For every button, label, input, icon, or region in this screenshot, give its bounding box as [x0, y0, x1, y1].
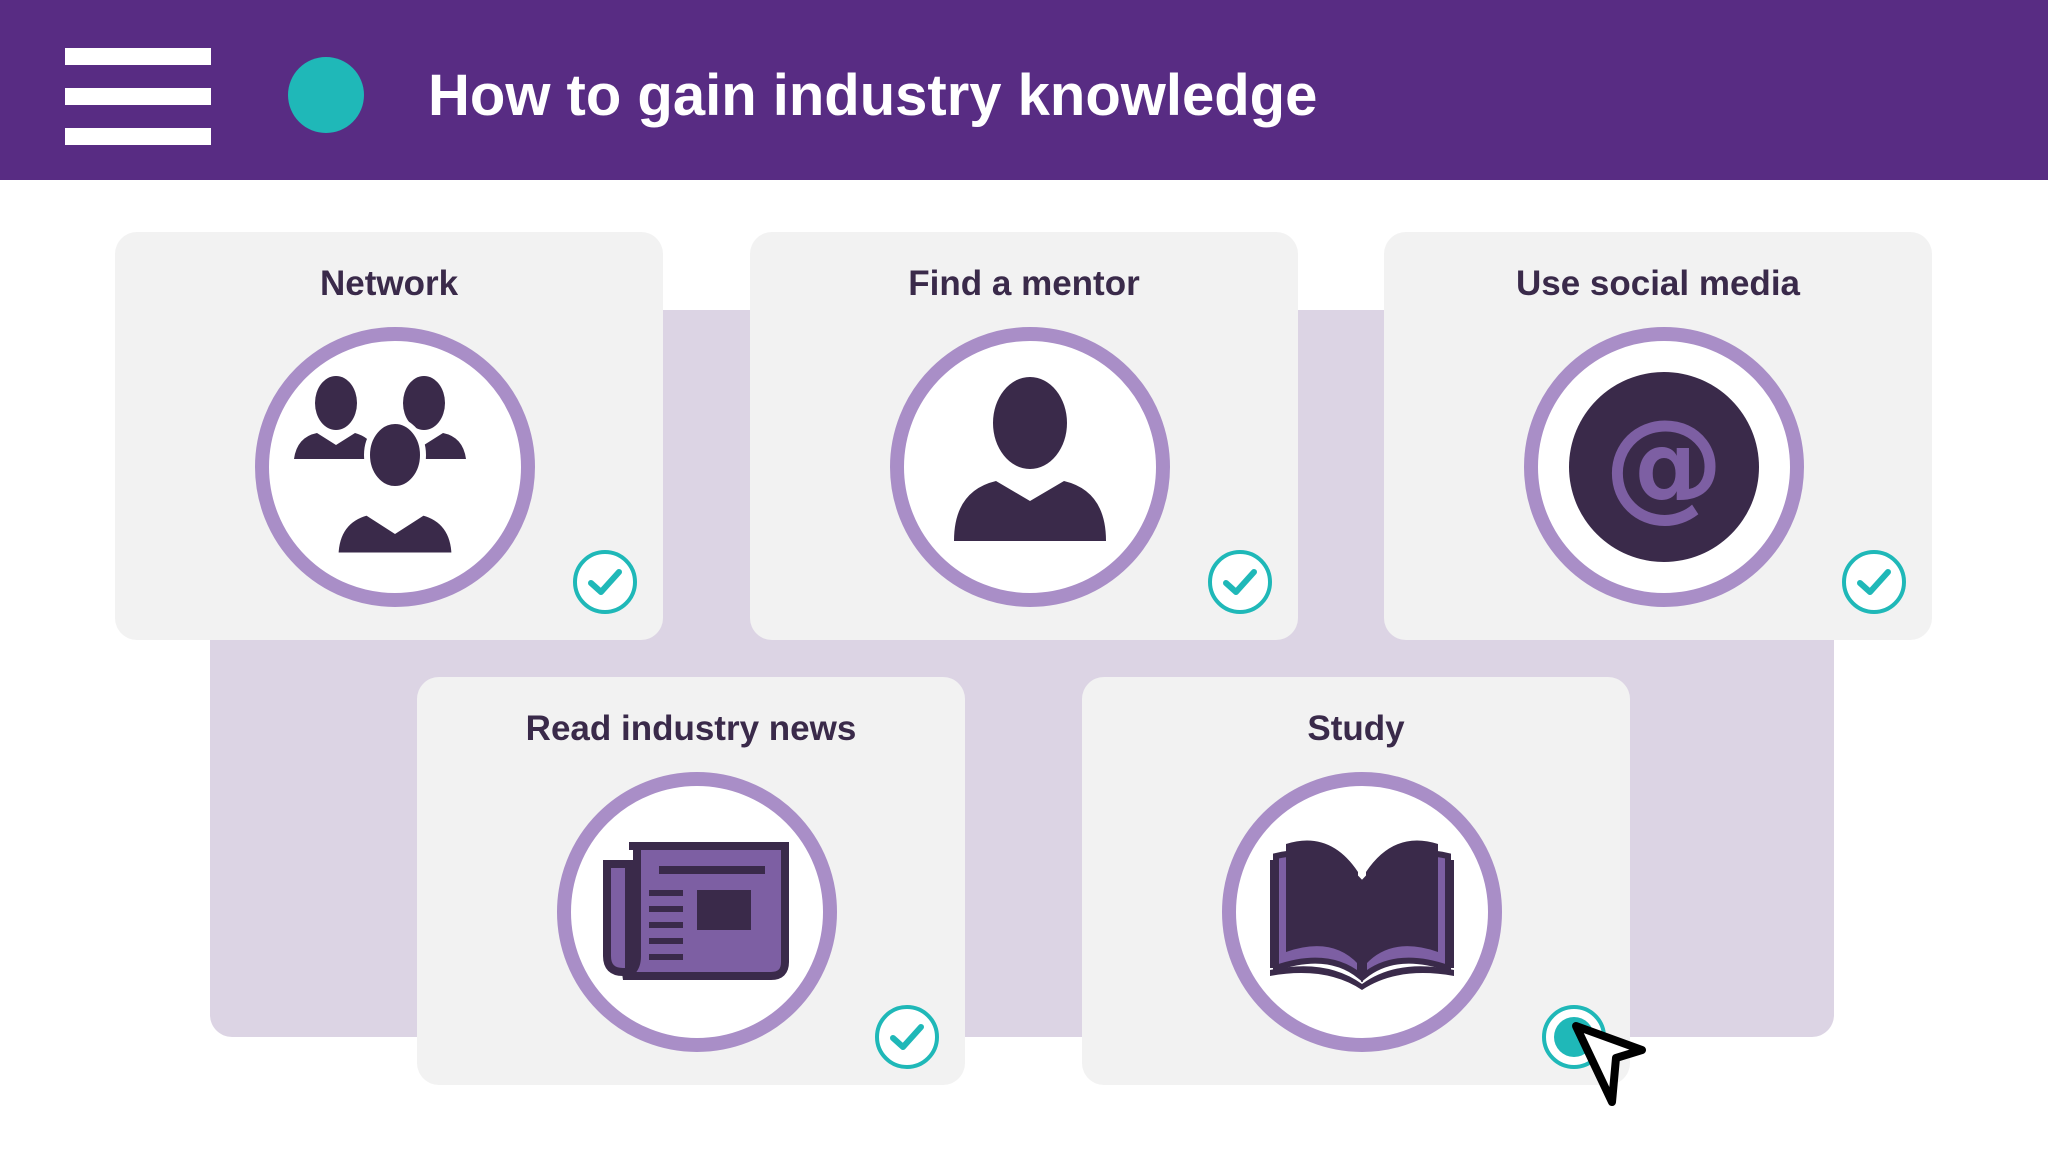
hamburger-menu-icon[interactable]: [65, 48, 211, 146]
checkmark-icon: [1842, 550, 1906, 614]
card-find-a-mentor[interactable]: Find a mentor: [750, 232, 1298, 640]
card-label: Study: [1307, 709, 1405, 748]
status-dot: [288, 57, 364, 133]
open-book-icon: [1222, 772, 1502, 1052]
person-icon: [890, 327, 1170, 607]
checkmark-icon: [573, 550, 637, 614]
card-network[interactable]: Network: [115, 232, 663, 640]
card-study[interactable]: Study: [1082, 677, 1630, 1085]
card-read-industry-news[interactable]: Read industry news: [417, 677, 965, 1085]
mouse-cursor-icon: [1572, 1022, 1646, 1106]
card-label: Find a mentor: [908, 264, 1140, 303]
card-use-social-media[interactable]: Use social media @: [1384, 232, 1932, 640]
newspaper-icon: [557, 772, 837, 1052]
people-group-icon: [255, 327, 535, 607]
checkmark-icon: [1208, 550, 1272, 614]
at-sign-icon: @: [1524, 327, 1804, 607]
checkmark-icon: [875, 1005, 939, 1069]
card-label: Read industry news: [525, 709, 857, 748]
header-bar: How to gain industry knowledge: [0, 0, 2048, 180]
page-title: How to gain industry knowledge: [428, 63, 1318, 128]
svg-text:@: @: [1604, 395, 1724, 534]
card-label: Network: [319, 264, 459, 303]
card-label: Use social media: [1515, 264, 1801, 303]
